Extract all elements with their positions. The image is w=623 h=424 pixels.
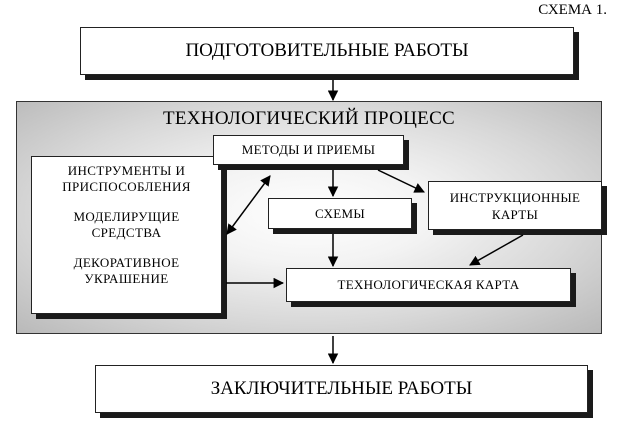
instruction-cards-label: ИНСТРУКЦИОННЫЕ КАРТЫ: [449, 189, 581, 222]
modeling-label: МОДЕЛИРУЩИЕ СРЕДСТВА: [73, 209, 180, 240]
schema-label: СХЕМА 1.: [538, 2, 607, 18]
preparatory-works-label: ПОДГОТОВИТЕЛЬНЫЕ РАБОТЫ: [185, 40, 469, 61]
schemes-box: СХЕМЫ: [268, 198, 412, 229]
tech-card-box: ТЕХНОЛОГИЧЕСКАЯ КАРТА: [286, 268, 571, 302]
instruction-cards-box: ИНСТРУКЦИОННЫЕ КАРТЫ: [428, 181, 602, 230]
tech-card-label: ТЕХНОЛОГИЧЕСКАЯ КАРТА: [337, 277, 520, 292]
final-works-label: ЗАКЛЮЧИТЕЛЬНЫЕ РАБОТЫ: [210, 378, 473, 399]
schemes-label: СХЕМЫ: [314, 205, 366, 221]
tools-box: ИНСТРУМЕНТЫ И ПРИСПОСОБЛЕНИЯ МОДЕЛИРУЩИЕ…: [31, 156, 222, 314]
methods-label: МЕТОДЫ И ПРИЕМЫ: [241, 142, 376, 157]
decor-label: ДЕКОРАТИВНОЕ УКРАШЕНИЕ: [73, 255, 180, 286]
final-works-box: ЗАКЛЮЧИТЕЛЬНЫЕ РАБОТЫ: [95, 365, 588, 413]
preparatory-works-box: ПОДГОТОВИТЕЛЬНЫЕ РАБОТЫ: [80, 27, 574, 75]
methods-box: МЕТОДЫ И ПРИЕМЫ: [213, 135, 404, 165]
technological-process-title: ТЕХНОЛОГИЧЕСКИЙ ПРОЦЕСС: [162, 108, 456, 129]
tools-label: ИНСТРУМЕНТЫ И ПРИСПОСОБЛЕНИЯ: [62, 163, 191, 194]
